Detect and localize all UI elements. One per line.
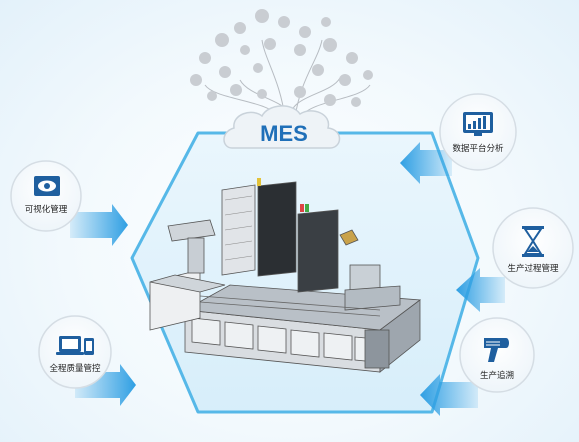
node-process[interactable]: 生产过程管理 [492, 207, 574, 289]
node-label-quality: 全程质量管控 [49, 363, 101, 374]
node-label-visualization: 可视化管理 [25, 204, 68, 215]
arrow-trace [420, 374, 478, 416]
arrow-visualization [70, 204, 128, 246]
scanner-icon [484, 338, 509, 362]
node-label-process: 生产过程管理 [507, 263, 559, 274]
hourglass-icon [522, 226, 544, 257]
node-data-analysis[interactable]: 数据平台分析 [439, 93, 517, 171]
node-quality[interactable]: 全程质量管控 [38, 315, 112, 389]
production-machine [149, 178, 422, 373]
mes-cloud: MES [223, 105, 341, 149]
devices-icon [56, 336, 94, 355]
bar-chart-icon [463, 112, 493, 136]
mes-label: MES [260, 121, 308, 146]
eye-icon [34, 176, 60, 196]
node-label-data-analysis: 数据平台分析 [452, 143, 504, 154]
arrow-process [456, 268, 505, 312]
arrow-data-analysis [400, 142, 452, 184]
node-visualization[interactable]: 可视化管理 [10, 160, 82, 232]
node-trace[interactable]: 生产追溯 [459, 317, 535, 393]
network-icons [190, 9, 373, 119]
node-label-trace: 生产追溯 [480, 370, 514, 381]
